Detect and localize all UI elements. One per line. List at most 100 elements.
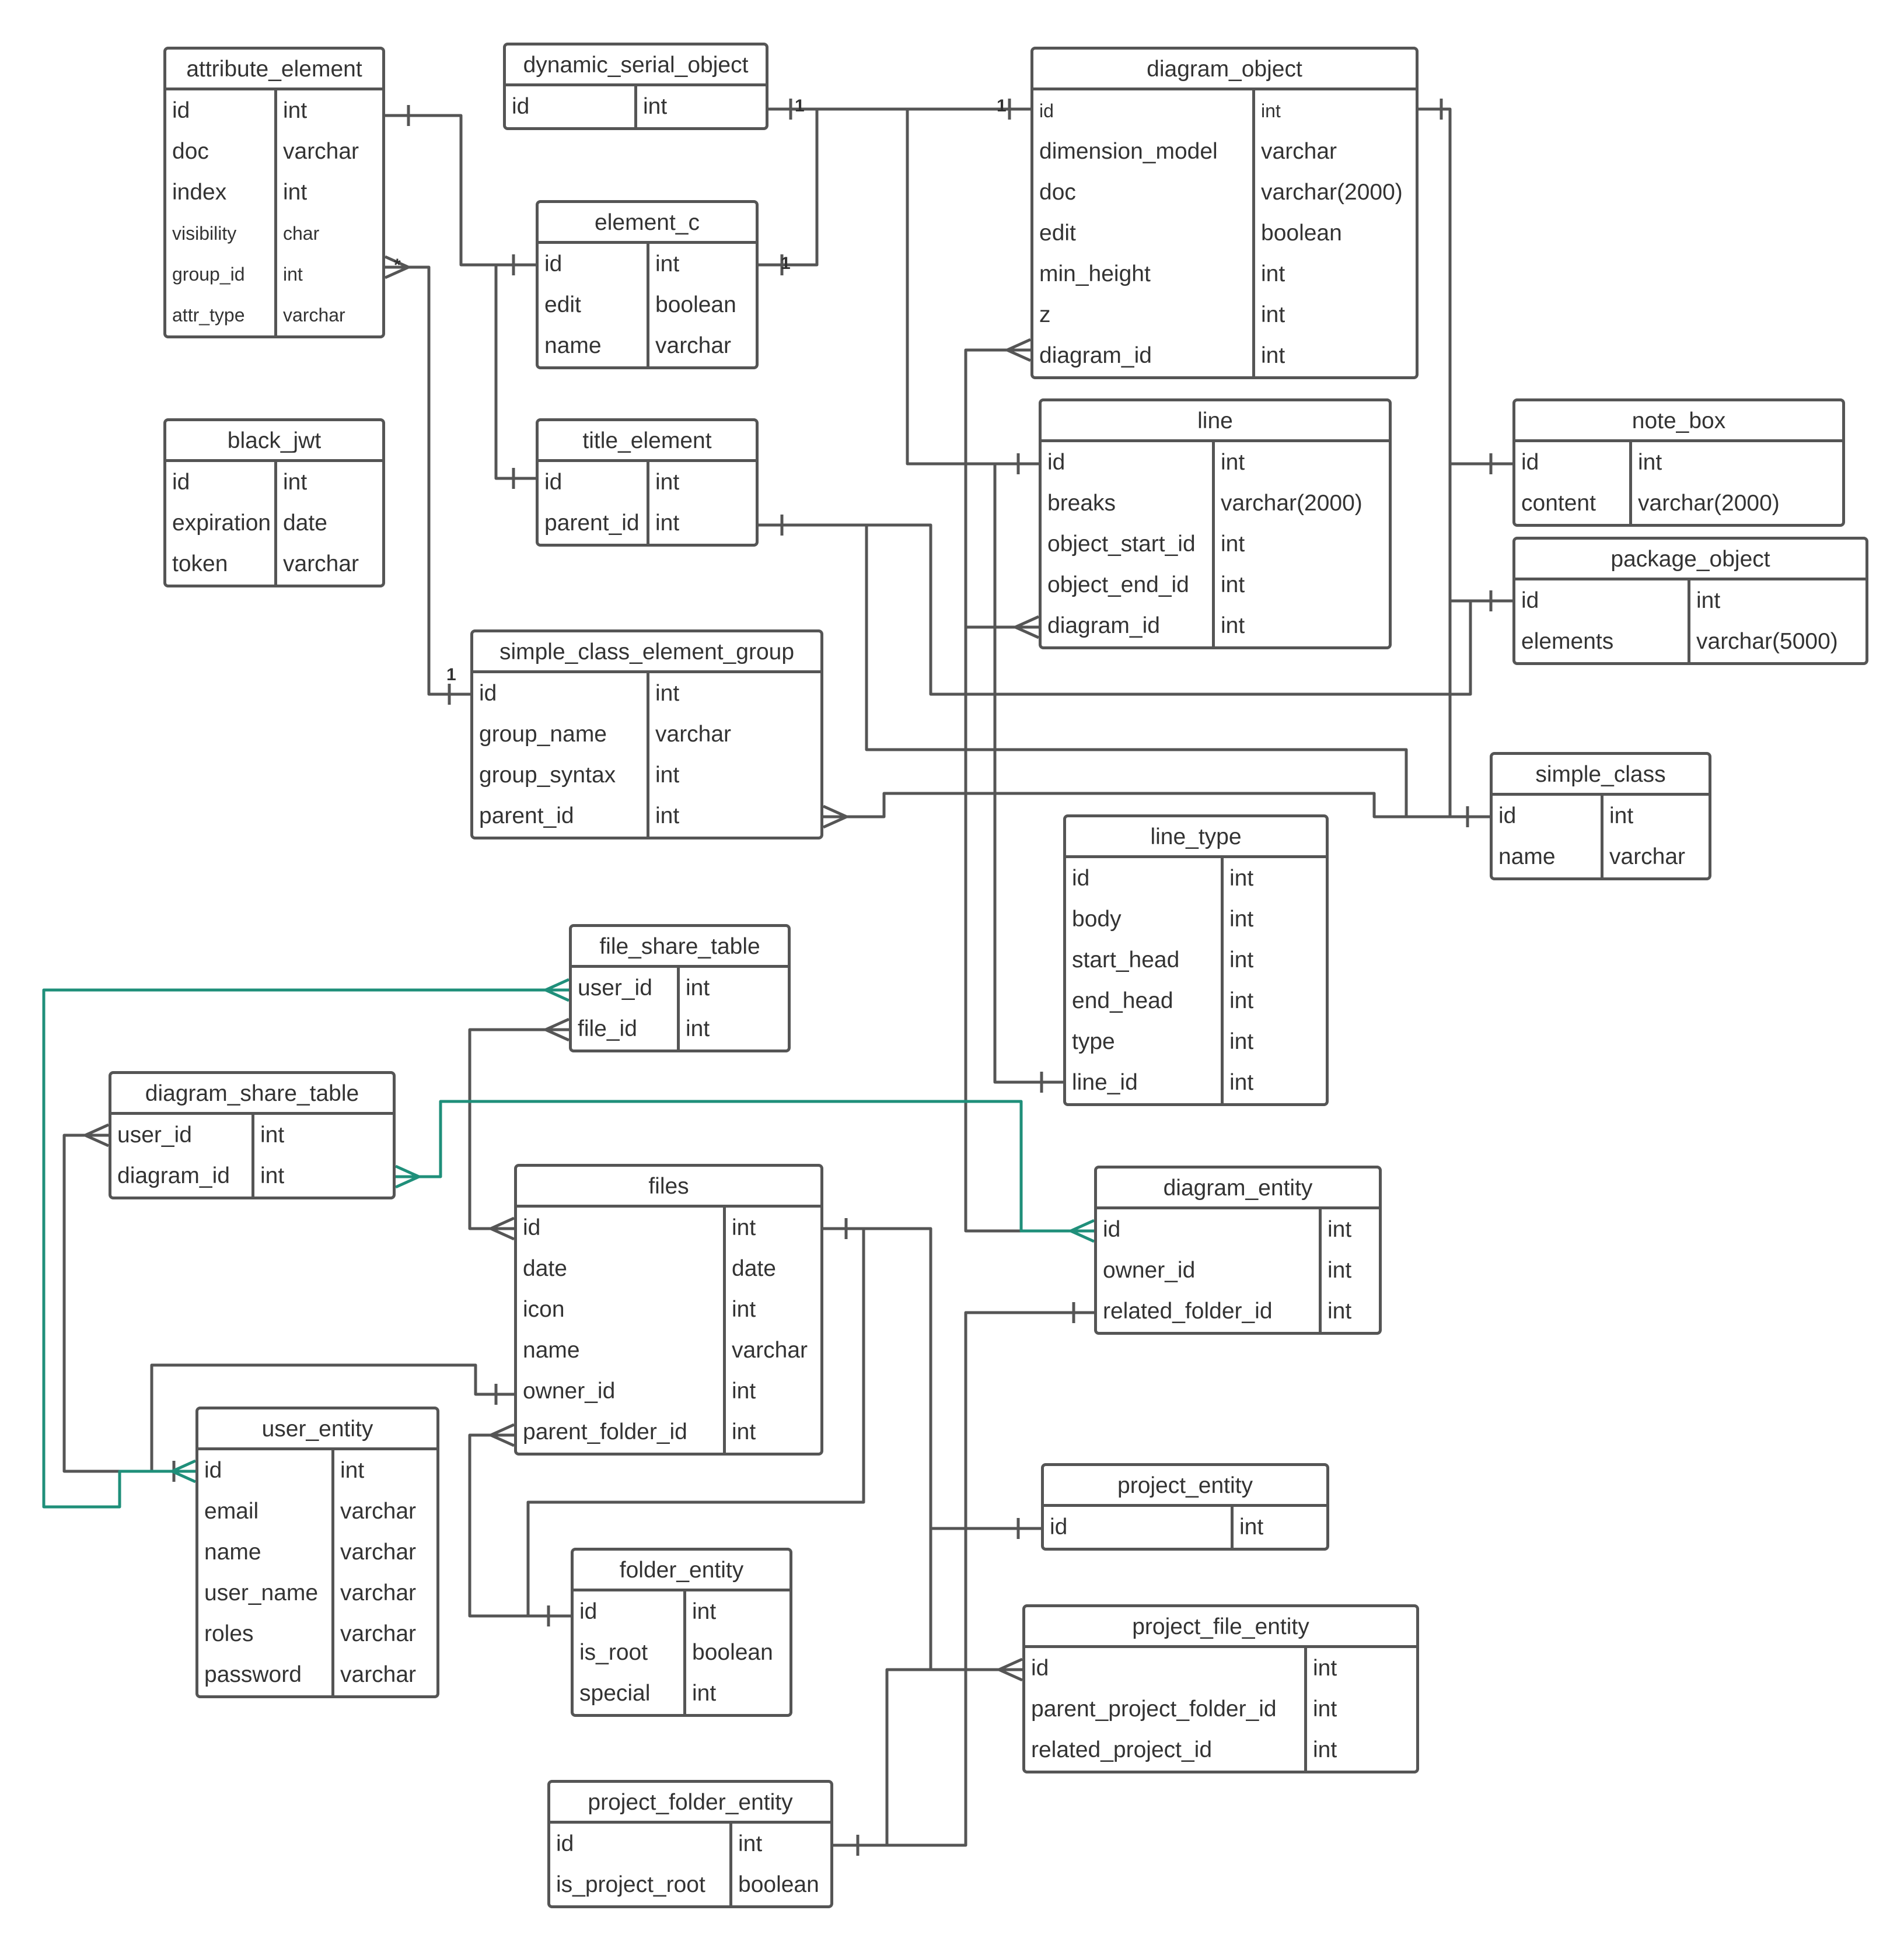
column-type: int bbox=[1601, 796, 1709, 837]
column-name: edit bbox=[544, 292, 581, 317]
column-name: object_end_id bbox=[1047, 572, 1189, 597]
table-title: package_object bbox=[1515, 540, 1865, 580]
column-name: id bbox=[1103, 1217, 1121, 1242]
column-name: user_id bbox=[578, 975, 652, 1001]
many-marker bbox=[487, 1216, 515, 1241]
column-name: expiration bbox=[172, 510, 271, 536]
